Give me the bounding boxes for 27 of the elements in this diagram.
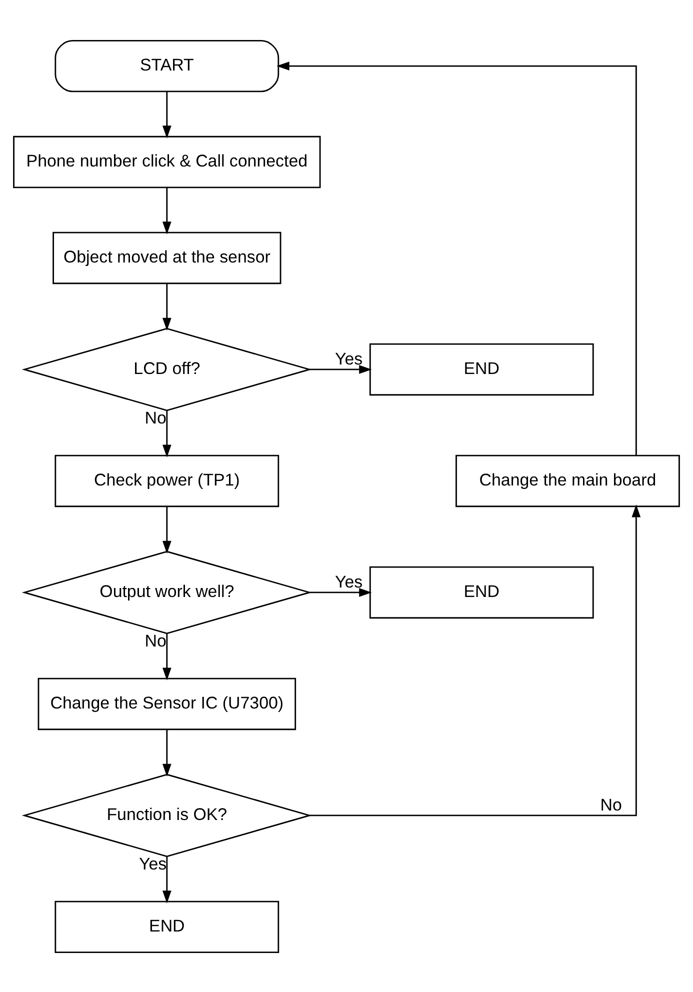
node-box: END xyxy=(54,900,280,953)
node-box: Change the main board xyxy=(456,454,680,507)
edge-label: Yes xyxy=(334,572,363,592)
node-diamond: Output work well? xyxy=(22,550,312,634)
arrow xyxy=(162,91,172,138)
arrow xyxy=(162,506,172,554)
node-box: END xyxy=(369,566,594,618)
arrow xyxy=(162,410,172,457)
node-diamond: LCD off? xyxy=(22,327,312,411)
node-box: START xyxy=(54,39,280,92)
node-box: Change the Sensor IC (U7300) xyxy=(38,677,296,730)
arrow xyxy=(310,504,641,816)
arrow xyxy=(162,729,172,776)
node-box: END xyxy=(369,342,594,396)
node-box: Object moved at the sensor xyxy=(52,231,282,284)
node-box: Check power (TP1) xyxy=(54,454,280,507)
arrow xyxy=(310,364,372,374)
arrow xyxy=(162,856,172,903)
arrow xyxy=(276,61,637,455)
arrow xyxy=(162,283,172,330)
arrow xyxy=(162,634,172,680)
edge-label: Yes xyxy=(334,349,363,368)
arrow xyxy=(310,588,372,596)
edge-label: No xyxy=(600,795,622,814)
node-diamond: Function is OK? xyxy=(22,773,312,857)
node-box: Phone number click & Call connected xyxy=(13,135,321,188)
arrow xyxy=(162,187,172,234)
